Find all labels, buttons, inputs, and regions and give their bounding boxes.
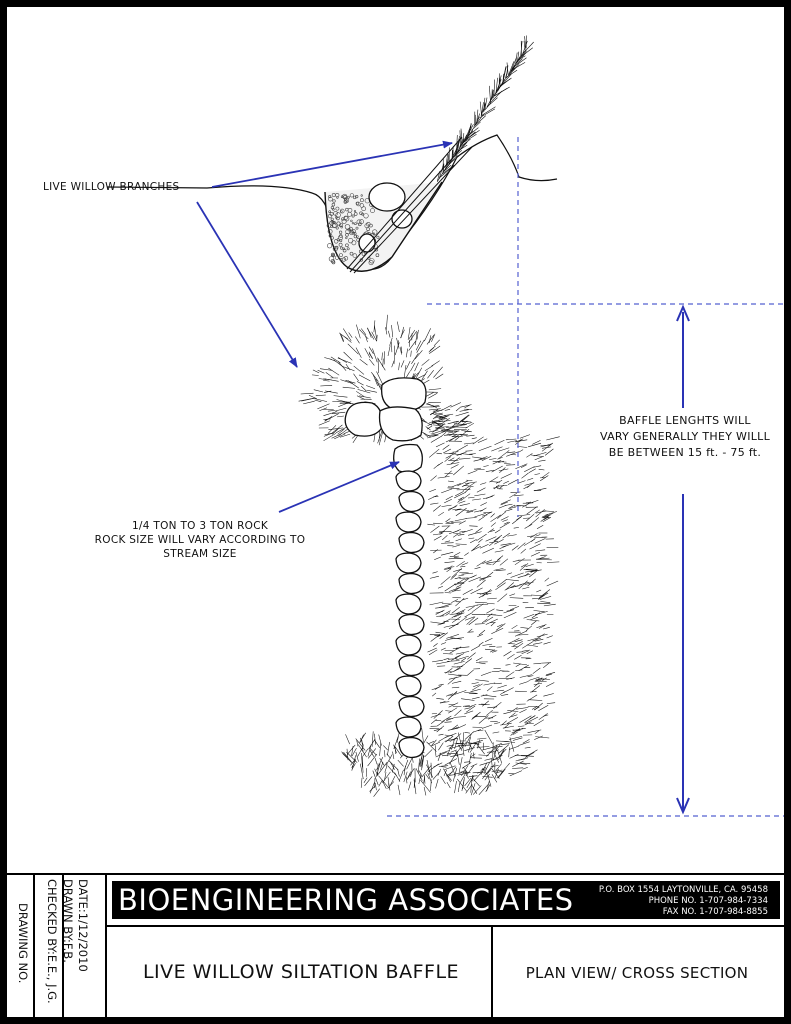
rock-note-line: ROCK SIZE WILL VARY ACCORDING TO <box>94 534 306 546</box>
rock-note-line: STREAM SIZE <box>163 548 237 560</box>
live-willow-branches-label: LIVE WILLOW BRANCHES <box>43 181 180 193</box>
section-rock <box>391 209 413 229</box>
view-label: PLAN VIEW/ CROSS SECTION <box>525 964 749 982</box>
title-block-divider <box>62 875 64 1017</box>
willow-crown-section <box>436 35 534 182</box>
arrow-to-rock <box>278 461 400 513</box>
plan-rock <box>398 572 425 595</box>
willow-stem <box>349 141 468 273</box>
dimension-lines <box>387 137 784 817</box>
plan-view <box>298 314 560 797</box>
plan-rock <box>395 593 422 615</box>
plan-rock <box>398 490 425 513</box>
plan-rock <box>378 406 423 442</box>
drawing-title: LIVE WILLOW SILTATION BAFFLE <box>142 961 460 983</box>
drawing-number-label: DRAWING NO. <box>16 903 30 984</box>
leader-arrows <box>196 140 453 513</box>
rock-note-line: 1/4 TON TO 3 TON ROCK <box>131 520 269 532</box>
baffle-length-dimension <box>676 304 690 815</box>
plan-rock <box>398 736 425 759</box>
plan-rock <box>398 695 425 718</box>
title-block-divider <box>105 925 784 927</box>
title-block-divider <box>491 925 493 1017</box>
company-name: BIOENGINEERING ASSOCIATES <box>118 883 574 917</box>
drawn-by-label: DRAWN BY:F.B. <box>61 879 75 963</box>
plan-rock <box>395 634 422 656</box>
company-address: P.O. BOX 1554 LAYTONVILLE, CA. 95458 <box>598 885 768 895</box>
plan-rock <box>395 552 422 574</box>
cross-section <box>106 35 558 274</box>
company-banner: BIOENGINEERING ASSOCIATES P.O. BOX 1554 … <box>112 881 780 919</box>
plan-rock <box>395 470 422 492</box>
rock-size-note: 1/4 TON TO 3 TON ROCK ROCK SIZE WILL VAR… <box>75 519 325 561</box>
willow-foliage <box>298 314 560 797</box>
plan-rock <box>398 613 425 636</box>
plan-rock <box>393 443 423 473</box>
plan-rock <box>395 716 422 738</box>
title-block-divider <box>105 875 107 1017</box>
date-label: DATE:1/12/2010 <box>76 879 90 972</box>
title-block-divider <box>33 875 35 1017</box>
plan-rock <box>398 531 425 554</box>
company-fax: FAX NO. 1-707-984-8855 <box>662 907 768 917</box>
plan-rock <box>395 675 422 697</box>
plan-rock <box>395 511 422 533</box>
baffle-drawing <box>106 35 784 817</box>
baffle-note-line: VARY GENERALLY THEY WILLL <box>599 430 771 443</box>
drawing-sheet: LIVE WILLOW BRANCHES 1/4 TON TO 3 TON RO… <box>7 7 784 1017</box>
dimension-arrowhead-top <box>676 304 690 322</box>
dimension-arrowhead-bottom <box>676 797 690 815</box>
plan-rock <box>398 654 425 677</box>
checked-by-label: CHECKED BY:E.E., J.G. <box>45 879 59 1004</box>
baffle-length-note: BAFFLE LENGHTS WILL VARY GENERALLY THEY … <box>575 413 784 461</box>
section-rock <box>358 233 376 253</box>
plan-rock <box>344 401 383 437</box>
arrow-to-section-willow <box>211 140 453 188</box>
rock-line <box>344 377 427 473</box>
section-rock <box>368 182 406 212</box>
willow-stem <box>353 146 473 274</box>
plan-rock <box>380 377 427 412</box>
baffle-note-line: BE BETWEEN 15 ft. - 75 ft. <box>608 446 762 459</box>
company-phone: PHONE NO. 1-707-984-7334 <box>648 896 768 906</box>
title-block: DRAWING NO. CHECKED BY:E.E., J.G. DRAWN … <box>7 873 784 1017</box>
willow-stem <box>346 136 463 270</box>
arrow-to-plan-willow <box>196 201 298 368</box>
baffle-note-line: BAFFLE LENGHTS WILL <box>619 414 751 427</box>
